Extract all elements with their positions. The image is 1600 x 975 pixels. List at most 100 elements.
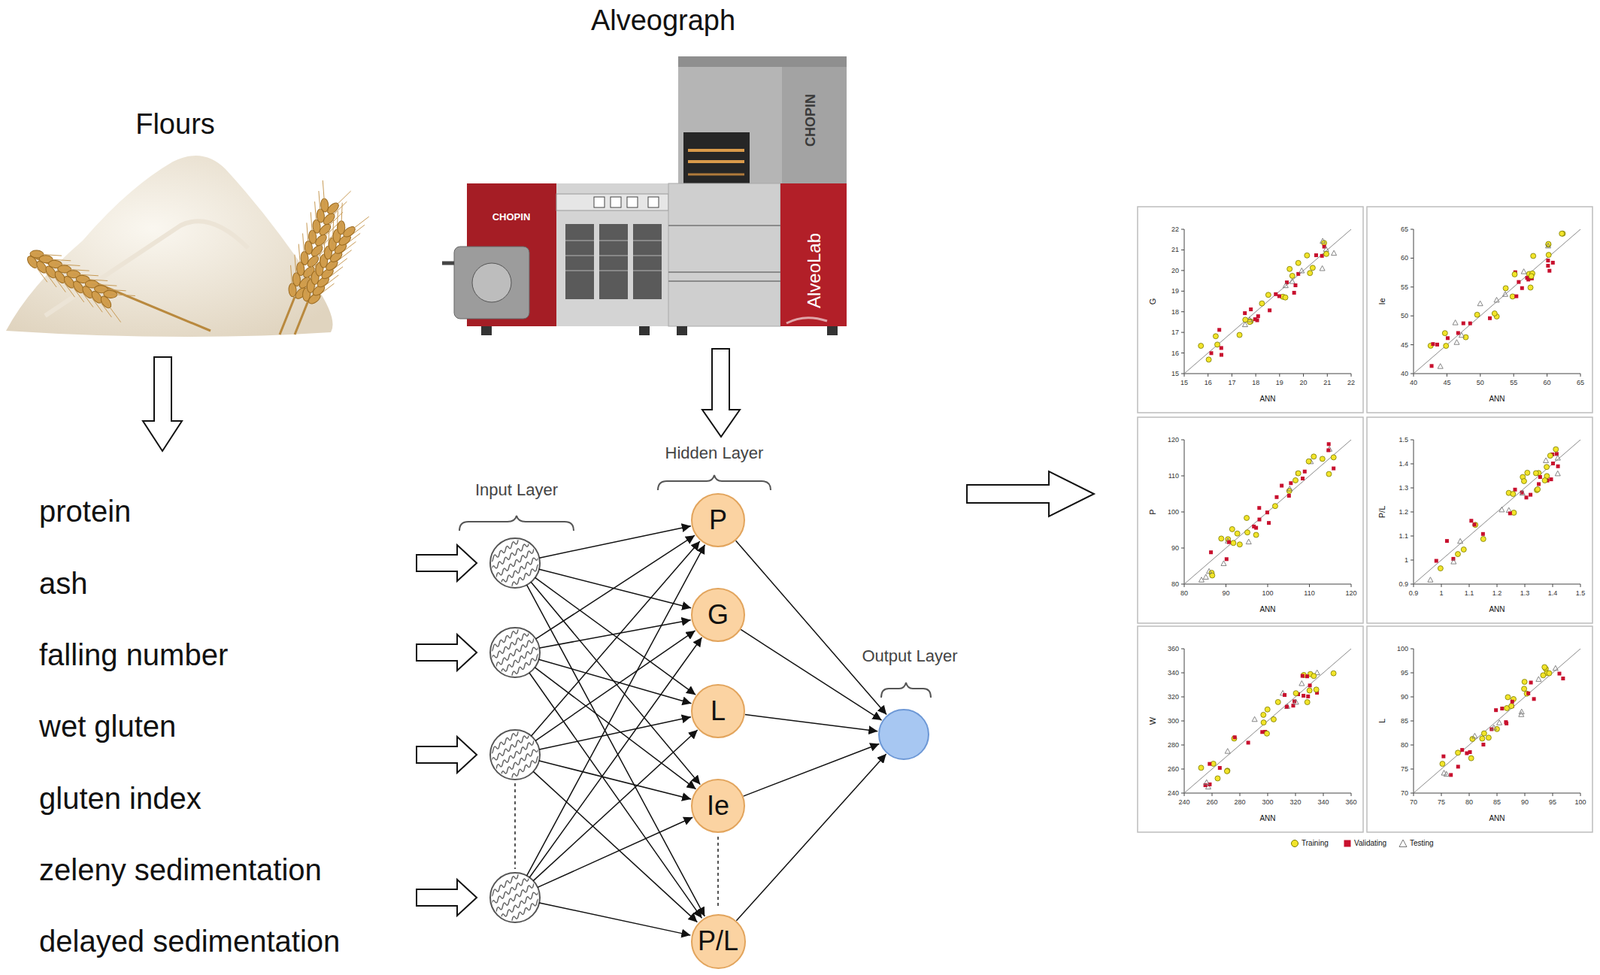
tick-label: 20: [1171, 266, 1179, 275]
wheat-awn: [336, 211, 338, 237]
data-point: [1556, 464, 1561, 469]
dotted-continuation: [514, 783, 516, 870]
tick-label: 19: [1275, 378, 1284, 387]
tick-label: 21: [1323, 378, 1331, 387]
data-point: [1282, 693, 1287, 697]
network-link: [527, 545, 706, 876]
data-point: [1260, 730, 1264, 734]
layer-bracket: [459, 515, 574, 531]
axis-tick: [1410, 512, 1414, 513]
data-point: [1493, 708, 1498, 713]
data-point: [1441, 770, 1447, 776]
data-point: [1481, 532, 1485, 537]
neuron-pattern: [498, 647, 550, 685]
data-point: [1543, 457, 1549, 464]
data-point: [1455, 750, 1461, 756]
axis-tick: [1410, 560, 1414, 561]
data-point: [1479, 736, 1485, 742]
data-point: [1546, 670, 1552, 676]
data-point: [1198, 765, 1204, 771]
data-point: [1434, 559, 1439, 564]
axis-tick: [1267, 793, 1269, 797]
axis-title: L: [1377, 718, 1388, 724]
axis-tick: [1580, 793, 1582, 797]
axis-tick: [1181, 311, 1185, 313]
plot-frame: [1366, 417, 1593, 624]
data-point: [1304, 252, 1310, 258]
axis-tick: [1410, 648, 1414, 650]
neuron-pattern: [484, 537, 536, 576]
axis-tick: [1181, 672, 1185, 674]
data-point: [1545, 242, 1552, 248]
data-point: [1518, 712, 1525, 718]
legend-swatch: [1290, 839, 1300, 849]
hidden-neuron: P: [690, 493, 746, 548]
axis-title: G: [1148, 298, 1158, 306]
data-point: [1521, 679, 1528, 685]
data-point: [1236, 332, 1243, 338]
neuron-pattern: [484, 729, 536, 767]
flour-pile: [6, 155, 334, 337]
hollow-arrow: [416, 545, 477, 582]
data-point: [1224, 768, 1230, 774]
tick-label: 300: [1261, 798, 1273, 807]
tick-label: 70: [1409, 798, 1418, 807]
axis-tick: [1524, 584, 1526, 588]
data-point: [1306, 458, 1312, 464]
machine-foot: [827, 326, 838, 336]
data-point: [1430, 363, 1434, 368]
tick-label: 340: [1167, 669, 1179, 677]
data-point: [1227, 540, 1231, 545]
tick-label: 110: [1168, 472, 1179, 480]
data-point: [1559, 230, 1565, 237]
plot-axis: [1184, 229, 1352, 374]
data-point: [1275, 699, 1281, 705]
axis-title: ANN: [1488, 394, 1505, 404]
tick-label: 18: [1171, 308, 1179, 316]
data-point: [1529, 680, 1534, 685]
input-parameter: protein: [39, 493, 131, 529]
tick-label: 320: [1289, 798, 1301, 807]
axis-title: ANN: [1488, 814, 1505, 824]
data-point: [1265, 510, 1270, 515]
machine-cabinet: [668, 183, 781, 327]
axis-tick: [1184, 373, 1185, 377]
input-parameter: ash: [39, 566, 88, 601]
wheat-awn: [110, 293, 136, 296]
tick-label: 300: [1167, 717, 1179, 725]
data-point: [1509, 703, 1515, 710]
data-point: [1308, 683, 1313, 688]
wheat-awn: [319, 244, 321, 270]
axis-tick: [1181, 745, 1185, 746]
data-point: [1288, 481, 1293, 485]
data-point: [1454, 551, 1461, 558]
tick-label: 360: [1167, 645, 1179, 653]
data-point: [1284, 703, 1291, 710]
data-point: [1260, 712, 1267, 718]
network-connector: [743, 744, 880, 797]
wheat-stem: [279, 296, 295, 335]
axis-tick: [1524, 793, 1526, 797]
axis-tick: [1181, 269, 1185, 271]
network-links: [527, 526, 706, 936]
data-point: [1287, 266, 1293, 272]
wheat-awn: [324, 236, 325, 261]
machine-mixer: [472, 263, 512, 303]
data-point: [1533, 470, 1539, 476]
data-point: [1536, 481, 1541, 486]
data-point: [1299, 681, 1305, 687]
axis-tick: [1181, 548, 1185, 549]
axis-tick: [1181, 290, 1185, 292]
tick-label: 90: [1400, 693, 1409, 701]
network-link: [539, 620, 691, 649]
tick-label: 100: [1261, 589, 1273, 597]
tick-label: 1.4: [1548, 589, 1558, 597]
data-point: [1245, 530, 1251, 536]
data-point: [1260, 720, 1267, 726]
wheat-awn: [303, 233, 305, 258]
tick-label: 280: [1167, 741, 1179, 749]
tick-label: 95: [1400, 669, 1409, 677]
data-point: [1331, 466, 1336, 471]
axis-tick: [1225, 584, 1227, 588]
data-point: [1259, 300, 1265, 307]
